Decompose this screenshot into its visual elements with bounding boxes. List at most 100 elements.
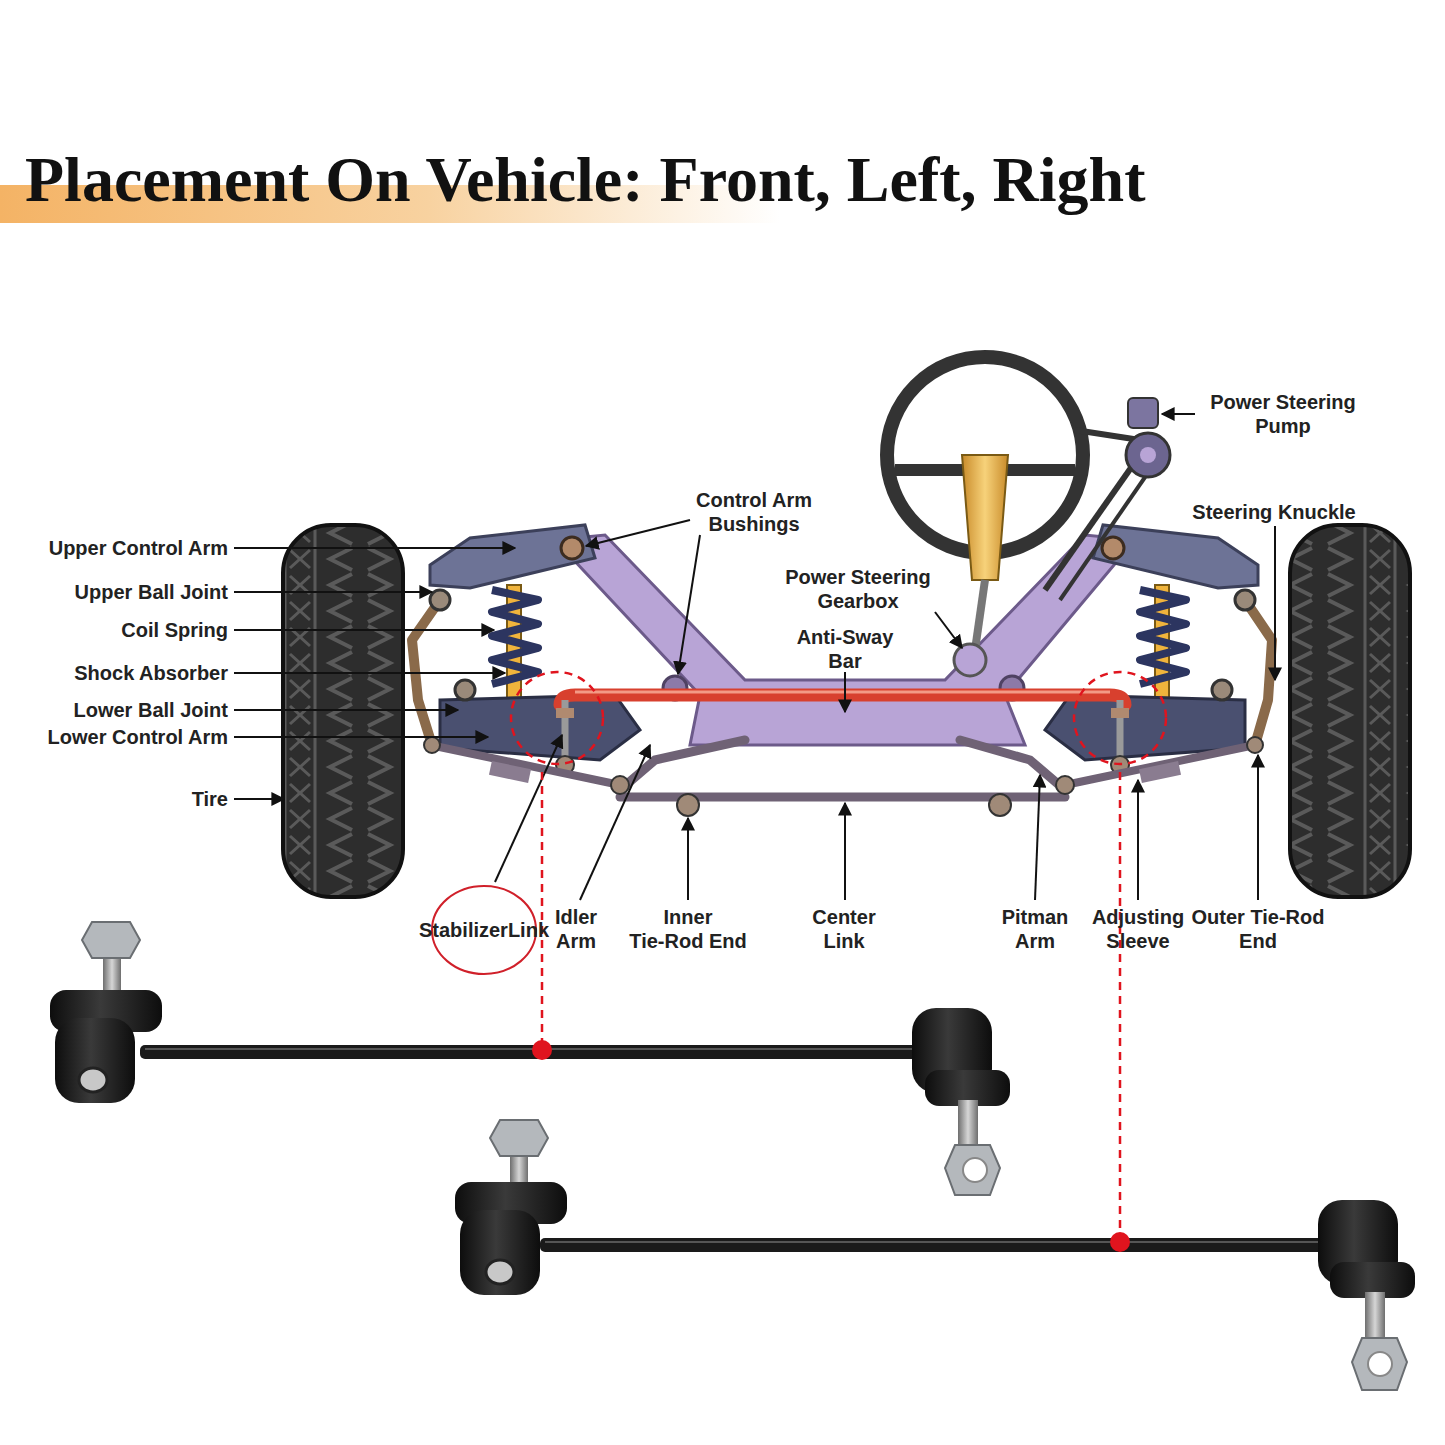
- leader-lines-part: [1035, 775, 1040, 900]
- steering-column-part: [895, 464, 965, 476]
- part-label: Center Link: [809, 905, 879, 953]
- text-word: Adjusting: [1092, 906, 1184, 928]
- leader-lines-part: [1257, 755, 1259, 900]
- part-label: Lower Control Arm: [8, 725, 228, 749]
- steering-column-part: [962, 455, 1008, 580]
- text-word: Control: [112, 537, 183, 559]
- steering-linkage-part: [424, 737, 440, 753]
- leader-lines-part: [234, 709, 458, 711]
- text-word: Coil: [121, 619, 159, 641]
- steering-linkage-part: [1065, 745, 1255, 785]
- leader-lines-part: [586, 520, 690, 546]
- text-word: End: [709, 930, 747, 952]
- part-label: Tire: [8, 787, 228, 811]
- product-link-lower: [455, 1120, 1415, 1390]
- anti-sway-bar-part: [560, 695, 1125, 705]
- leader-lines-part: [234, 547, 515, 549]
- highlight-markers-part: [1074, 672, 1166, 764]
- part-label: Outer Tie-Rod End: [1191, 905, 1326, 953]
- upper-control-arms-part: [561, 537, 583, 559]
- product-link-lower-part: [545, 1241, 1325, 1243]
- text-word: Power: [785, 566, 845, 588]
- leader-lines: [234, 414, 1275, 900]
- upper-control-arms-part: [1093, 525, 1258, 588]
- steering-linkage-part: [1139, 761, 1181, 783]
- power-steering-pump-part: [1140, 447, 1156, 463]
- part-label: Power Steering Gearbox: [773, 565, 943, 613]
- steering-column-part: [1005, 464, 1075, 476]
- text-word: Upper: [75, 581, 133, 603]
- text-word: Steering: [851, 566, 931, 588]
- text-word: Gearbox: [817, 590, 898, 612]
- steering-column-part: [975, 580, 985, 650]
- text-word: Vehicle:: [426, 144, 644, 215]
- part-label: Pitman Arm: [995, 905, 1075, 953]
- text-word: Pump: [1255, 415, 1311, 437]
- anti-sway-bar-part: [575, 691, 1110, 694]
- small-stabilizer-links-part: [556, 708, 574, 718]
- power-steering-pump-part: [1045, 455, 1140, 590]
- product-link-upper-part: [958, 1100, 978, 1150]
- leader-lines-part: [495, 735, 562, 882]
- frame-crossmember-part: [555, 535, 1135, 745]
- part-label: Anti-Sway Bar: [790, 625, 900, 673]
- text-word: Right: [993, 144, 1146, 215]
- leader-lines-part: [844, 672, 846, 712]
- text-word: Shock: [74, 662, 134, 684]
- text-word: Arm: [556, 930, 596, 952]
- product-link-lower-part: [540, 1238, 1330, 1252]
- product-link-upper-part: [82, 922, 140, 958]
- text-word: Steering: [1192, 501, 1272, 523]
- anti-sway-bar: [560, 692, 1125, 705]
- part-label: Inner Tie-Rod End: [627, 905, 749, 953]
- text-word: Control: [696, 489, 767, 511]
- leader-lines-part: [844, 803, 846, 900]
- text-word: Arm: [188, 537, 228, 559]
- text-word: Bushings: [708, 513, 799, 535]
- steering-linkage-part: [489, 761, 531, 783]
- text-word: Lower: [48, 726, 107, 748]
- part-label: Coil Spring: [8, 618, 228, 642]
- part-label: Control Arm Bushings: [689, 488, 819, 536]
- text-word: Steering: [1276, 391, 1356, 413]
- text-word: Joint: [180, 699, 228, 721]
- text-word: Sleeve: [1106, 930, 1169, 952]
- text-word: On: [325, 144, 410, 215]
- text-word: Ball: [138, 581, 175, 603]
- text-word: Anti-Sway: [797, 626, 894, 648]
- shocks-and-springs: [492, 585, 1186, 700]
- text-word: Joint: [180, 581, 228, 603]
- leader-lines-part: [234, 672, 505, 674]
- text-word: Arm: [1015, 930, 1055, 952]
- leader-lines-part: [1274, 526, 1276, 680]
- steering-column: [887, 357, 1083, 676]
- callout-text: Stabilizer Link: [430, 884, 538, 976]
- text-word: Link: [508, 918, 549, 942]
- text-word: Bar: [828, 650, 861, 672]
- product-link-lower-part: [1110, 1232, 1130, 1252]
- text-word: Tire: [192, 788, 228, 810]
- steering-linkage-part: [1247, 737, 1263, 753]
- highlight-markers-part: [1119, 772, 1122, 1242]
- small-stabilizer-links-part: [1111, 708, 1129, 718]
- tire-right-part: [1290, 525, 1410, 897]
- product-link-lower-part: [1368, 1352, 1392, 1376]
- product-link-upper-part: [55, 1018, 135, 1103]
- leader-lines-part: [1137, 780, 1139, 900]
- upper-control-arms-part: [430, 590, 450, 610]
- shocks-and-springs-part: [492, 590, 538, 684]
- part-label: Idler Arm: [546, 905, 606, 953]
- tire-right: [1290, 525, 1410, 897]
- text-word: Arm: [772, 489, 812, 511]
- product-link-upper-part: [963, 1158, 987, 1182]
- steering-linkage-part: [1056, 776, 1074, 794]
- text-word: Outer: [1192, 906, 1245, 928]
- text-word: Knuckle: [1278, 501, 1356, 523]
- text-word: Tie-Rod: [1250, 906, 1324, 928]
- product-link-upper-part: [532, 1040, 552, 1060]
- text-word: Tie-Rod: [629, 930, 703, 952]
- text-word: Arm: [188, 726, 228, 748]
- highlight-markers-part: [511, 672, 603, 764]
- steering-column-part: [954, 644, 986, 676]
